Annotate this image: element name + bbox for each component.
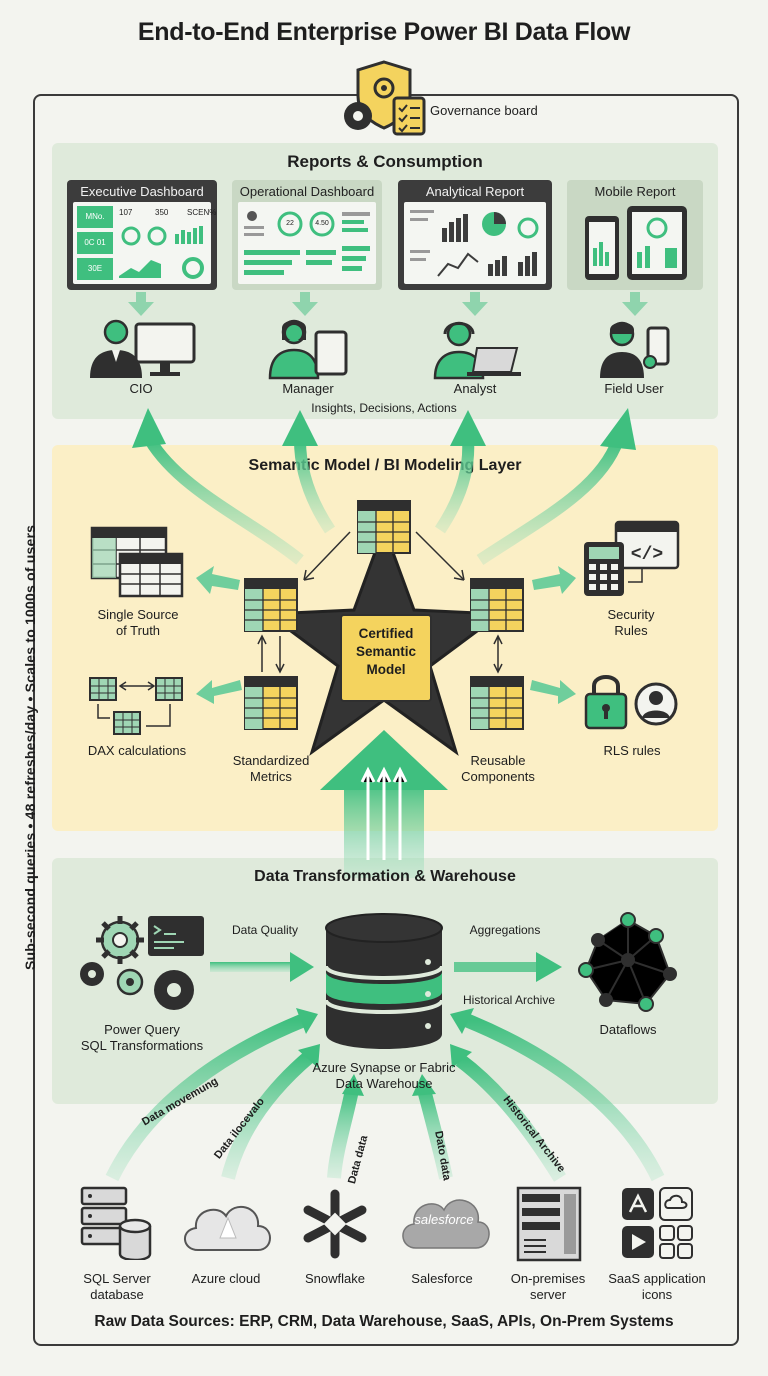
historical-archive-label: Historical Archive bbox=[462, 993, 556, 1007]
insights-caption: Insights, Decisions, Actions bbox=[311, 401, 457, 415]
single-source-line1: Single Source bbox=[97, 607, 179, 622]
dataflows-label: Dataflows bbox=[599, 1022, 657, 1037]
source-salesforce: Salesforce bbox=[411, 1271, 473, 1286]
mobile-devices-graphic bbox=[585, 206, 687, 280]
dax-calculations-label: DAX calculations bbox=[87, 743, 187, 758]
analytical-report-card: Analytical Report bbox=[398, 180, 552, 290]
source-sql-line2: database bbox=[90, 1287, 144, 1302]
shield-gear-checklist-icon bbox=[344, 60, 426, 136]
azure-cloud-icon bbox=[184, 1206, 271, 1251]
rls-lock-user-icon bbox=[584, 675, 678, 730]
components-line2: Components bbox=[461, 769, 535, 784]
raw-data-sources-footer: Raw Data Sources: ERP, CRM, Data Warehou… bbox=[94, 1313, 674, 1330]
data-quality-label: Data Quality bbox=[231, 923, 299, 937]
salesforce-logo-text: salesforce bbox=[414, 1212, 474, 1227]
warehouse-title: Data Transformation & Warehouse bbox=[254, 868, 516, 885]
model-table-icon bbox=[470, 676, 524, 730]
kpi-value: 107 bbox=[119, 208, 133, 217]
kpi-tile: MNo. bbox=[77, 206, 113, 228]
rls-rules-label: RLS rules bbox=[603, 743, 661, 758]
performance-side-text: Sub-second queries • 48 refreshes/day • … bbox=[22, 524, 38, 970]
source-azure: Azure cloud bbox=[191, 1271, 261, 1286]
power-query-line1: Power Query bbox=[104, 1022, 180, 1037]
kpi-value: SCEN% bbox=[187, 208, 217, 217]
executive-with-monitor-icon bbox=[90, 319, 196, 378]
model-table-icon bbox=[357, 500, 411, 554]
analytical-charts-graphic bbox=[410, 210, 539, 277]
source-onprem-line2: server bbox=[529, 1287, 567, 1302]
model-table-icon bbox=[470, 578, 524, 632]
persona-cio: CIO bbox=[129, 381, 153, 396]
center-line2: Semantic bbox=[355, 644, 417, 659]
persona-analyst: Analyst bbox=[453, 381, 497, 396]
salesforce-cloud-icon bbox=[402, 1199, 490, 1249]
certified-semantic-model-box: Certified Semantic Model bbox=[340, 614, 432, 702]
kpi-value: 4.50 bbox=[315, 220, 329, 227]
center-line3: Model bbox=[366, 662, 406, 677]
operational-dashboard-card: Operational Dashboard 22 4.50 bbox=[232, 180, 382, 290]
svg-text:</>: </> bbox=[631, 545, 663, 565]
saas-app-grid-icon bbox=[622, 1187, 693, 1259]
manager-with-tablet-icon bbox=[268, 319, 348, 380]
aggregations-label: Aggregations bbox=[469, 923, 541, 937]
mobile-report-title: Mobile Report bbox=[594, 184, 676, 199]
on-premises-server-icon bbox=[516, 1186, 582, 1262]
warehouse-database-icon bbox=[324, 913, 444, 1049]
power-query-line2: SQL Transformations bbox=[80, 1038, 204, 1053]
source-snowflake: Snowflake bbox=[305, 1271, 365, 1286]
security-line2: Rules bbox=[614, 623, 648, 638]
page-title: End-to-End Enterprise Power BI Data Flow bbox=[137, 18, 631, 46]
single-source-tables-icon bbox=[90, 526, 184, 598]
sql-server-database-icon bbox=[80, 1186, 152, 1260]
mini-charts-graphic bbox=[119, 226, 204, 279]
dataflows-network-icon bbox=[578, 912, 677, 1012]
kpi-tile: 30E bbox=[77, 258, 113, 280]
field-user-with-phone-icon bbox=[600, 321, 670, 378]
dax-tables-icon bbox=[89, 677, 183, 735]
governance-label: Governance board bbox=[430, 103, 538, 118]
model-table-icon bbox=[244, 578, 298, 632]
executive-dashboard-title: Executive Dashboard bbox=[80, 184, 204, 199]
warehouse-line2: Data Warehouse bbox=[335, 1076, 433, 1091]
mobile-report-card: Mobile Report bbox=[567, 180, 703, 290]
components-line1: Reusable bbox=[470, 753, 526, 768]
kpi-tile: 0C 01 bbox=[77, 232, 113, 254]
metrics-line1: Standardized bbox=[232, 753, 310, 768]
analytical-report-title: Analytical Report bbox=[425, 184, 525, 199]
center-line1: Certified bbox=[358, 626, 414, 641]
security-line1: Security bbox=[607, 607, 655, 622]
single-source-line2: of Truth bbox=[115, 623, 161, 638]
operational-dashboard-title: Operational Dashboard bbox=[239, 184, 375, 199]
model-table-icon bbox=[244, 676, 298, 730]
snowflake-icon bbox=[303, 1189, 367, 1259]
source-sql-line1: SQL Server bbox=[83, 1271, 151, 1286]
source-saas-line1: SaaS application bbox=[608, 1271, 706, 1286]
metrics-line2: Metrics bbox=[250, 769, 292, 784]
persona-field-user: Field User bbox=[604, 381, 664, 396]
executive-dashboard-card: Executive Dashboard MNo. 107 350 SCEN% 0… bbox=[67, 180, 217, 290]
reports-title: Reports & Consumption bbox=[287, 152, 483, 171]
semantic-title: Semantic Model / BI Modeling Layer bbox=[248, 457, 522, 474]
kpi-value: 350 bbox=[155, 208, 169, 217]
analyst-with-laptop-icon bbox=[433, 321, 521, 380]
source-onprem-line1: On-premises bbox=[510, 1271, 586, 1286]
persona-manager: Manager bbox=[282, 381, 334, 396]
warehouse-line1: Azure Synapse or Fabric bbox=[312, 1060, 456, 1075]
power-query-gears-icon bbox=[80, 916, 204, 1010]
operational-widgets-graphic bbox=[244, 211, 370, 275]
source-saas-line2: icons bbox=[641, 1287, 673, 1302]
kpi-value: 22 bbox=[286, 220, 294, 227]
security-rules-icon: </> bbox=[584, 520, 680, 596]
